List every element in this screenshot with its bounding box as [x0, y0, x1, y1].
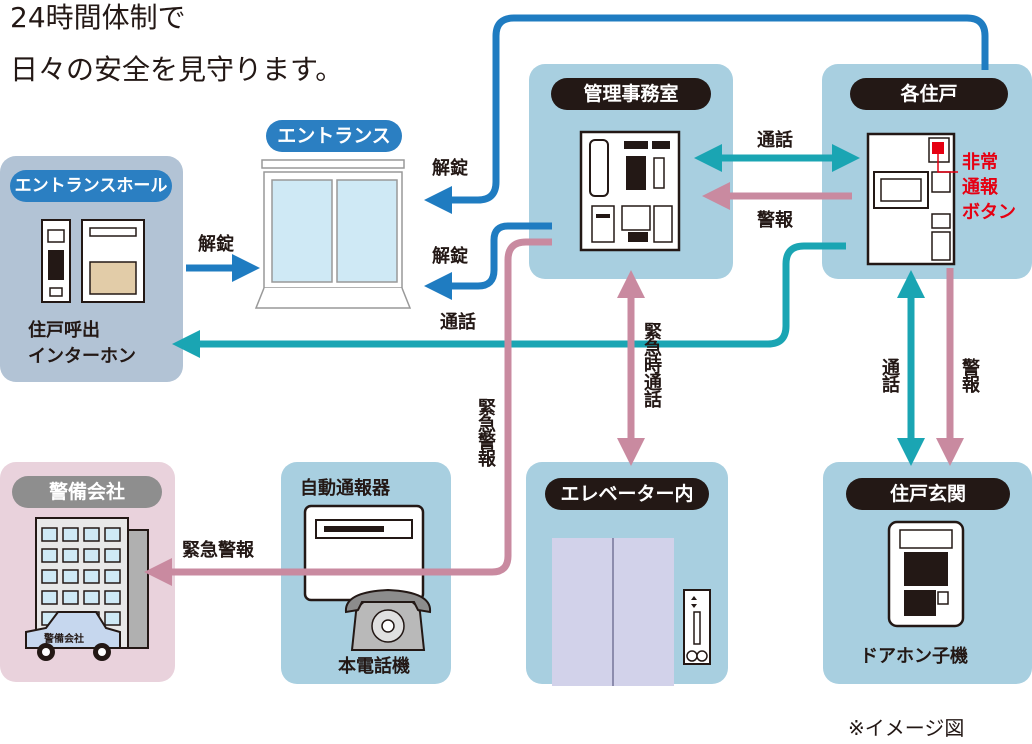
building-window	[41, 569, 58, 584]
security-company-title: 警備会社	[12, 476, 162, 508]
building-window	[104, 569, 121, 584]
label-office-unit-call: 通話	[757, 130, 793, 151]
security-car-icon	[25, 611, 121, 661]
building-window	[104, 548, 121, 563]
building-window	[41, 590, 58, 605]
label-unit-office-alarm: 警報	[757, 210, 793, 231]
arrow-office-to-entrance	[424, 222, 552, 300]
office-control-panel-icon	[579, 130, 681, 252]
arrow-unit-to-entrance	[424, 14, 989, 214]
elevator-title: エレベーター内	[545, 478, 709, 510]
building-window	[41, 527, 58, 542]
building-window	[62, 548, 79, 563]
telephone-icon	[344, 588, 432, 651]
lobby-intercom-icon	[41, 219, 145, 303]
label-hall-to-entrance: 解錠	[198, 234, 234, 255]
car-label: 警備会社	[44, 634, 84, 645]
entrance-door-icon	[254, 159, 412, 309]
label-unit-to-entrance: 解錠	[432, 158, 468, 179]
building-window	[62, 569, 79, 584]
building-window	[104, 590, 121, 605]
entrance-title: エントランス	[266, 120, 402, 152]
auto-dialer-device-icon	[303, 504, 425, 602]
label-office-to-entrance: 解錠	[432, 246, 468, 267]
elevator-control-panel-icon	[683, 589, 711, 665]
emergency-button-label-3: ボタン	[962, 202, 1016, 223]
arrow-unit-to-hall-call	[172, 242, 846, 358]
building-window	[83, 590, 100, 605]
emergency-button-label-2: 通報	[962, 177, 998, 198]
label-unit-door-call: 通話	[879, 358, 900, 392]
unit-intercom-panel-icon	[866, 132, 958, 266]
heading-line-1: 24時間体制で	[10, 1, 186, 34]
label-unit-door-alarm: 警報	[959, 358, 980, 392]
image-note: ※イメージ図	[848, 716, 965, 740]
label-auto-dialer-to-security: 緊急警報	[182, 540, 254, 561]
auto-dialer-title: 自動通報器	[300, 478, 390, 499]
arrow-office-to-security-alarm	[144, 238, 552, 586]
office-title: 管理事務室	[551, 78, 711, 110]
elevator-doors-icon	[552, 538, 674, 686]
entrance-hall-title: エントランスホール	[10, 170, 172, 202]
label-unit-to-hall: 通話	[440, 312, 476, 333]
building-window	[104, 527, 121, 542]
building-window	[83, 569, 100, 584]
building-window	[83, 527, 100, 542]
hall-caption-line-1: 住戸呼出	[28, 320, 100, 341]
door-phone-label: ドアホン子機	[860, 646, 968, 667]
label-office-elevator: 緊急時通話	[641, 322, 662, 407]
label-office-to-security: 緊急警報	[475, 398, 496, 466]
building-window	[104, 611, 121, 626]
emergency-button-label-1: 非常	[962, 152, 998, 173]
unit-entrance-title: 住戸玄関	[846, 478, 1010, 510]
building-window	[62, 590, 79, 605]
building-window	[62, 527, 79, 542]
building-window	[41, 548, 58, 563]
units-title: 各住戸	[850, 78, 1008, 110]
door-phone-icon	[887, 520, 965, 628]
heading-line-2: 日々の安全を見守ります。	[10, 53, 344, 86]
building-window	[83, 548, 100, 563]
phone-label: 本電話機	[338, 656, 410, 677]
hall-caption-line-2: インターホン	[28, 346, 136, 367]
